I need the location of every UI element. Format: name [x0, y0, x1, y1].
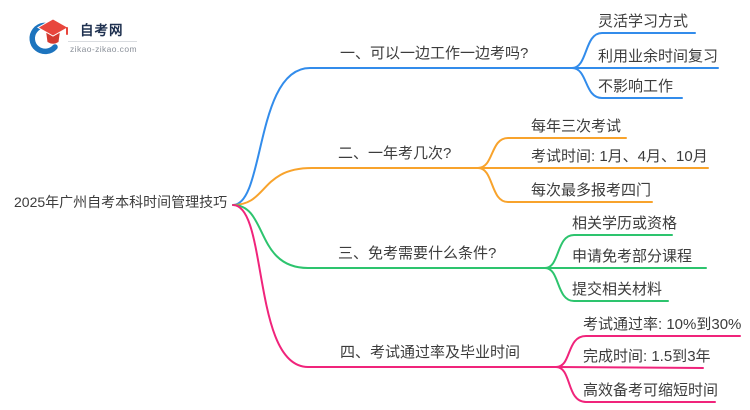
branch1-links — [232, 32, 719, 206]
branch2-links — [232, 137, 709, 206]
branch2-topic: 二、一年考几次? — [338, 145, 452, 162]
branch1-child3: 不影响工作 — [598, 78, 674, 95]
branch3-child3-line — [544, 267, 669, 302]
branch1-child3-line — [571, 67, 683, 99]
central-topic: 2025年广州自考本科时间管理技巧 — [14, 194, 228, 210]
logo-divider — [68, 41, 137, 42]
branch1-child2: 利用业余时间复习 — [598, 48, 719, 65]
site-name: 自考网 — [80, 23, 124, 38]
branch3-child1-line — [544, 234, 673, 269]
branch3-topic: 三、免考需要什么条件? — [338, 245, 497, 262]
branch3-links — [232, 204, 707, 302]
branch1-trunk-line — [232, 67, 573, 206]
branch3-child1: 相关学历或资格 — [572, 215, 678, 232]
branch4-trunk-line — [232, 204, 557, 368]
logo-cap-icon — [36, 18, 70, 37]
branch4-child3-line — [555, 366, 716, 403]
branch2-child1: 每年三次考试 — [531, 118, 622, 135]
branch2-child1-line — [477, 137, 627, 169]
branch1-child1-line — [571, 32, 696, 69]
branch4-child2: 完成时间: 1.5到3年 — [583, 348, 711, 365]
branch4-links — [232, 204, 741, 403]
branch3-child3: 提交相关材料 — [572, 281, 663, 298]
site-url: zikao-zikao.com — [70, 44, 137, 54]
logo-mark — [29, 18, 70, 55]
branch2-trunk-line — [232, 167, 479, 206]
branch4-child3: 高效备考可缩短时间 — [583, 382, 719, 399]
logo-cap-tassel-icon — [66, 27, 68, 35]
branch4-child2-line — [555, 366, 704, 369]
branch4-child1-line — [555, 335, 741, 368]
site-logo: 自考网 zikao-zikao.com — [25, 12, 165, 62]
branch2-child3-line — [477, 167, 653, 203]
branch3-trunk-line — [232, 204, 546, 269]
branch4-child1: 考试通过率: 10%到30% — [583, 316, 742, 333]
branch1-topic: 一、可以一边工作一边考吗? — [340, 45, 529, 62]
branch1-child1: 灵活学习方式 — [598, 13, 689, 30]
branch2-child2: 考试时间: 1月、4月、10月 — [531, 148, 708, 165]
branch4-topic: 四、考试通过率及毕业时间 — [340, 344, 521, 361]
branch2-child3: 每次最多报考四门 — [531, 182, 652, 199]
branch3-child2: 申请免考部分课程 — [572, 248, 693, 265]
